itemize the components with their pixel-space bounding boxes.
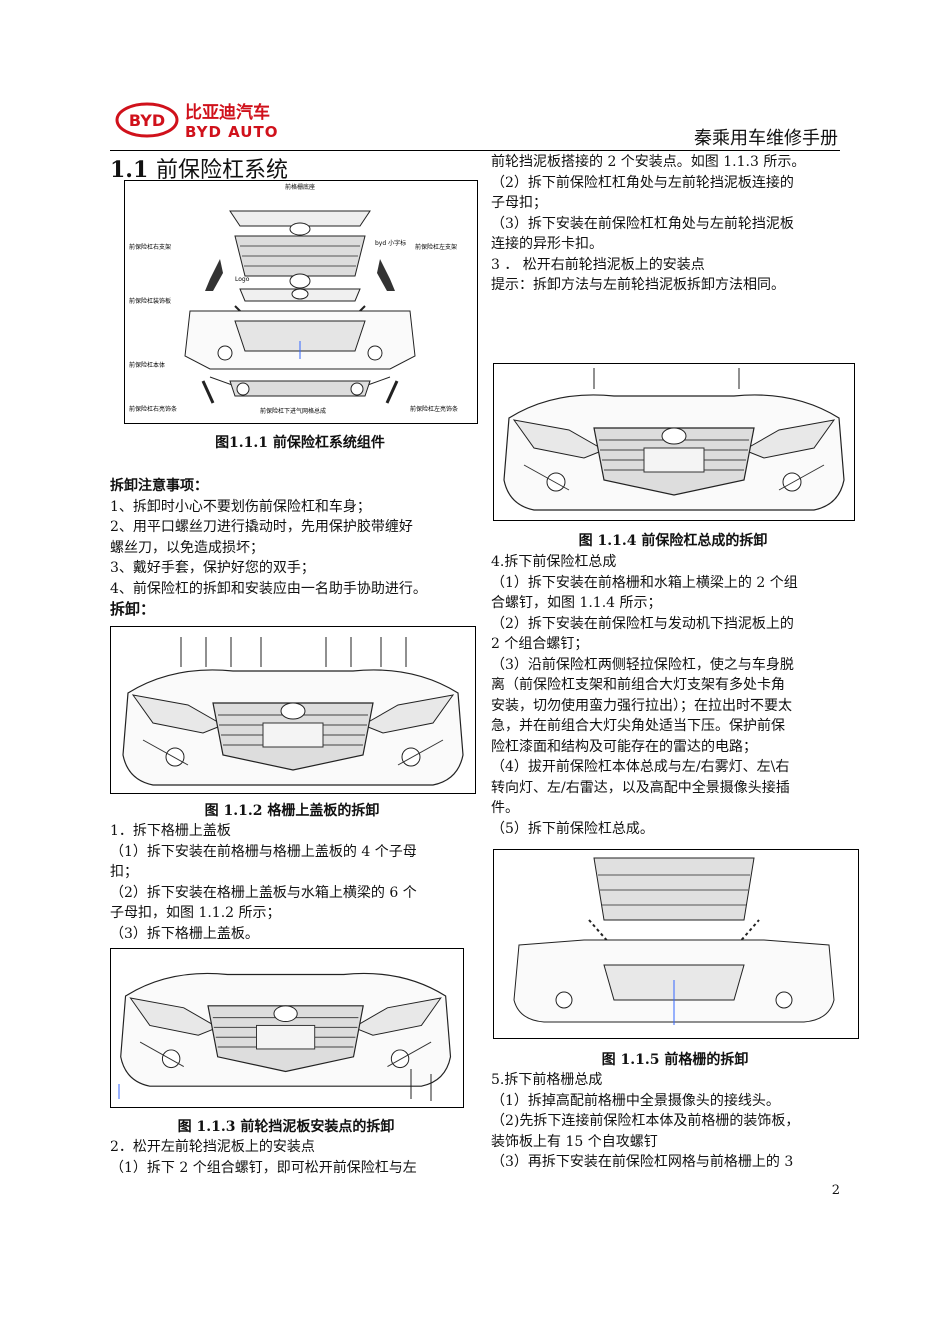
step-4-block: 4.拆下前保险杠总成 （1）拆下安装在前格栅和水箱上横梁上的 2 个组 合螺钉，… (491, 552, 853, 839)
step-line: 合螺钉，如图 1.1.4 所示； (491, 595, 662, 611)
step-line: 险杠漆面和结构及可能存在的雷达的电路； (491, 738, 757, 755)
step-line: （5）拆下前保险杠总成。 (491, 820, 654, 837)
label-left-trim-strip: 前保险杠左亮饰条 (410, 405, 458, 413)
section-title-text: 前保险杠系统 (155, 158, 288, 183)
step-line: 5.拆下前格栅总成 (491, 1072, 603, 1088)
figure-1-1-3-caption: 图 1.1.3 前轮挡泥板安装点的拆卸 (177, 1119, 395, 1135)
step-line: 1．拆下格栅上盖板 (110, 823, 231, 839)
notes-title: 拆卸注意事项： (110, 478, 208, 494)
remove-title: 拆卸： (110, 600, 156, 618)
note-line: 1、拆卸时小心不要划伤前保险杠和车身； (110, 498, 371, 515)
step-line: 子母扣； (491, 195, 547, 211)
step-5-block: 5.拆下前格栅总成 （1）拆掉高配前格栅中全景摄像头的接线头。 （2)先拆下连接… (491, 1070, 853, 1173)
step-line: 2 个组合螺钉； (491, 636, 589, 652)
label-byd-badge: byd 小字标 (375, 239, 406, 247)
label-bumper-body: 前保险杠本体 (129, 361, 165, 369)
svg-text:BYD AUTO: BYD AUTO (185, 123, 278, 140)
note-line: 螺丝刀，以免造成损坏； (110, 539, 264, 556)
step-line: 装饰板上有 15 个自攻螺钉 (491, 1133, 658, 1150)
svg-text:BYD: BYD (129, 111, 165, 130)
step-line: （3）拆下格栅上盖板。 (110, 925, 259, 942)
step-line: （2）拆下安装在前保险杠与发动机下挡泥板上的 (491, 615, 794, 632)
step-line: 前轮挡泥板搭接的 2 个安装点。如图 1.1.3 所示。 (491, 154, 806, 170)
step-line: 连接的异形卡扣。 (491, 236, 603, 252)
step-line: 扣； (110, 864, 138, 880)
figure-1-1-3 (110, 948, 464, 1108)
right-top-block: 前轮挡泥板搭接的 2 个安装点。如图 1.1.3 所示。 （2）拆下前保险杠杠角… (491, 152, 853, 296)
step-line: 提示：拆卸方法与左前轮挡泥板拆卸方法相同。 (491, 277, 785, 293)
step-2-block: 2．松开左前轮挡泥板上的安装点 （1）拆下 2 个组合螺钉，即可松开前保险杠与左 (110, 1137, 470, 1178)
note-line: 4、前保险杠的拆卸和安装应由一名助手协助进行。 (110, 580, 427, 597)
step-line: 3 ． 松开右前轮挡泥板上的安装点 (491, 256, 705, 273)
step-line: （1）拆下 2 个组合螺钉，即可松开前保险杠与左 (110, 1159, 417, 1176)
svg-text:比亚迪汽车: 比亚迪汽车 (185, 102, 270, 123)
figure-1-1-2-caption: 图 1.1.2 格栅上盖板的拆卸 (204, 803, 380, 819)
step-line: （1）拆掉高配前格栅中全景摄像头的接线头。 (491, 1092, 780, 1109)
label-lower-grille: 前保险杠下进气网格总成 (260, 407, 326, 415)
figure-1-1-5 (493, 849, 859, 1039)
label-trim-panel: 前保险杠装饰板 (129, 297, 171, 305)
step-line: （3）再拆下安装在前保险杠网格与前格栅上的 3 (491, 1154, 794, 1170)
byd-logo: BYD 比亚迪汽车 BYD AUTO (115, 100, 295, 141)
step-line: 件。 (491, 800, 519, 816)
step-line: 离（前保险杠支架和前组合大灯支架有多处卡角 (491, 677, 785, 693)
figure-1-1-4-caption: 图 1.1.4 前保险杠总成的拆卸 (578, 533, 768, 549)
figure-1-1-1: 前格栅底座 前保险杠右支架 前保险杠左支架 byd 小字标 Logo 前保险杠装… (124, 180, 478, 424)
step-line: （4）拔开前保险杠本体总成与左/右雾灯、左\右 (491, 759, 790, 775)
note-line: 2、用平口螺丝刀进行撬动时，先用保护胶带缠好 (110, 519, 413, 535)
label-right-bracket: 前保险杠右支架 (129, 243, 171, 251)
step-line: （1）拆下安装在前格栅和水箱上横梁上的 2 个组 (491, 574, 798, 591)
figure-1-1-5-caption: 图 1.1.5 前格栅的拆卸 (601, 1052, 749, 1068)
label-grille-base: 前格栅底座 (285, 183, 315, 191)
step-line: 2．松开左前轮挡泥板上的安装点 (110, 1139, 315, 1155)
note-line: 3、戴好手套，保护好您的双手； (110, 560, 315, 576)
label-left-bracket: 前保险杠左支架 (415, 243, 457, 251)
step-line: （1）拆下安装在前格栅与格栅上盖板的 4 个子母 (110, 843, 417, 860)
page-number: 2 (831, 1183, 840, 1198)
manual-title: 秦乘用车维修手册 (694, 128, 838, 149)
step-1-block: 1．拆下格栅上盖板 （1）拆下安装在前格栅与格栅上盖板的 4 个子母 扣； （2… (110, 821, 470, 944)
section-title: 1.1 前保险杠系统 (110, 152, 288, 184)
section-number: 1.1 (110, 157, 149, 183)
step-line: （2）拆下前保险杠杠角处与左前轮挡泥板连接的 (491, 174, 794, 191)
step-line: （3）拆下安装在前保险杠杠角处与左前轮挡泥板 (491, 215, 794, 232)
label-logo: Logo (235, 276, 250, 283)
header-rule (110, 150, 840, 151)
step-line: 转向灯、左/右雷达，以及高配中全景摄像头接插 (491, 779, 790, 796)
step-line: （2)先拆下连接前保险杠本体及前格栅的装饰板， (491, 1113, 800, 1129)
step-line: 子母扣，如图 1.1.2 所示； (110, 905, 281, 921)
step-line: （2）拆下安装在格栅上盖板与水箱上横梁的 6 个 (110, 884, 417, 901)
step-line: 安装，切勿使用蛮力强行拉出）；在拉出时不要太 (491, 697, 792, 714)
figure-1-1-2 (110, 626, 476, 794)
step-line: 4.拆下前保险杠总成 (491, 554, 617, 570)
step-line: （3）沿前保险杠两侧轻拉保险杠，使之与车身脱 (491, 656, 794, 673)
notes-block: 拆卸注意事项： 1、拆卸时小心不要划伤前保险杠和车身； 2、用平口螺丝刀进行撬动… (110, 476, 470, 620)
figure-1-1-4 (493, 363, 855, 521)
label-right-trim-strip: 前保险杠右亮饰条 (129, 405, 177, 413)
figure-1-1-1-caption: 图1.1.1 前保险杠系统组件 (215, 435, 385, 451)
step-line: 急，并在前组合大灯尖角处适当下压。保护前保 (491, 718, 785, 734)
